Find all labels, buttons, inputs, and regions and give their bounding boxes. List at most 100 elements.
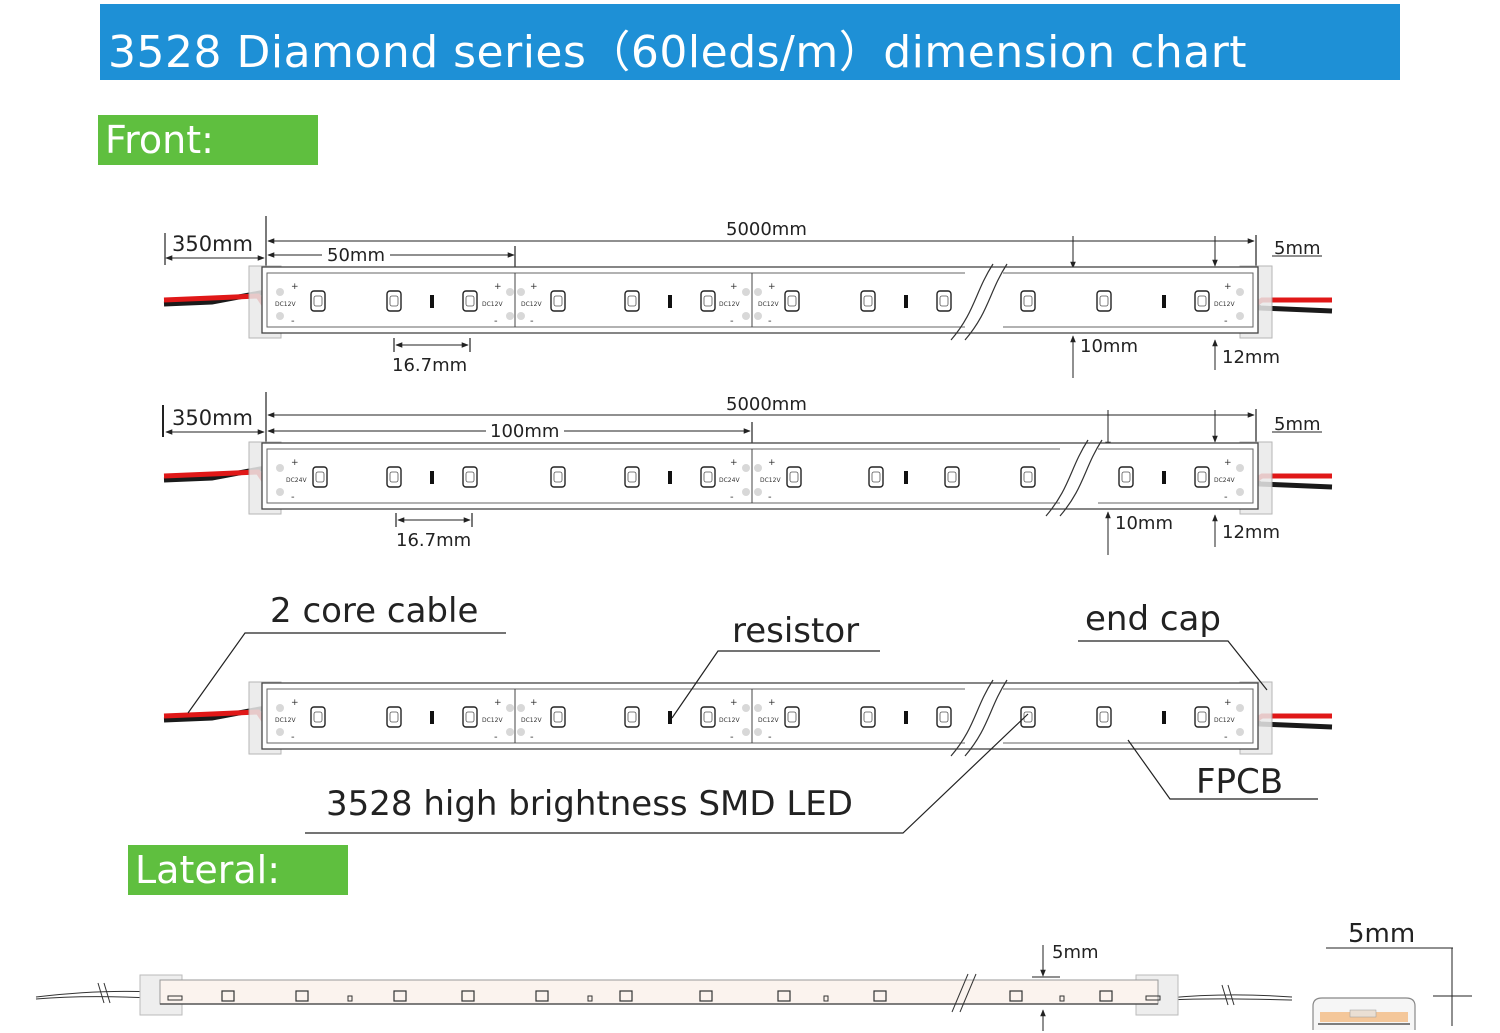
smd-led bbox=[1020, 466, 1036, 488]
smd-led bbox=[784, 290, 800, 312]
callout-smd-led: 3528 high brightness SMD LED bbox=[326, 784, 853, 824]
lateral-led bbox=[619, 990, 633, 1002]
smd-led bbox=[868, 466, 884, 488]
pad-plus-sign: + bbox=[291, 698, 299, 708]
resistor bbox=[904, 295, 908, 308]
smd-led bbox=[310, 706, 326, 728]
strip1-lead-length: 350mm bbox=[172, 232, 253, 256]
pad-voltage-label: DC12V bbox=[719, 717, 740, 724]
solder-pad bbox=[754, 704, 762, 712]
solder-pad bbox=[506, 704, 514, 712]
smd-led bbox=[860, 706, 876, 728]
smd-led bbox=[462, 290, 478, 312]
pad-plus-sign: + bbox=[530, 282, 538, 292]
solder-pad bbox=[276, 728, 284, 736]
strip1-led-pitch: 16.7mm bbox=[392, 355, 467, 376]
pad-voltage-label: DC12V bbox=[758, 717, 779, 724]
lateral-led bbox=[1099, 990, 1113, 1002]
solder-pad bbox=[517, 288, 525, 296]
pad-plus-sign: + bbox=[1224, 698, 1232, 708]
smd-led bbox=[386, 290, 402, 312]
strip1-pcb-width: 10mm bbox=[1080, 336, 1138, 357]
solder-pad bbox=[1236, 488, 1244, 496]
smd-led bbox=[550, 706, 566, 728]
strip1-strip-width: 12mm bbox=[1222, 347, 1280, 368]
break-mark bbox=[1059, 439, 1103, 517]
callout-resistor: resistor bbox=[732, 611, 859, 651]
strip1-dimensions: 350mm 5000mm 50mm 5mm 16.7mm 10mm 12mm bbox=[164, 216, 1322, 378]
pad-voltage-label: DC12V bbox=[482, 301, 503, 308]
break-mark bbox=[1045, 439, 1089, 517]
smd-led bbox=[624, 290, 640, 312]
pad-minus-sign: - bbox=[768, 316, 772, 327]
pad-voltage-label: DC12V bbox=[275, 717, 296, 724]
resistor bbox=[1162, 295, 1166, 308]
smd-led bbox=[936, 290, 952, 312]
pad-minus-sign: - bbox=[530, 316, 534, 327]
solder-pad bbox=[742, 728, 750, 736]
smd-led bbox=[624, 466, 640, 488]
lateral-led bbox=[1009, 990, 1023, 1002]
smd-led bbox=[700, 466, 716, 488]
strip2-strip-width: 12mm bbox=[1222, 522, 1280, 543]
smd-led bbox=[1096, 290, 1112, 312]
smd-led bbox=[1194, 290, 1210, 312]
pad-voltage-label: DC12V bbox=[521, 717, 542, 724]
pad-voltage-label: DC12V bbox=[521, 301, 542, 308]
solder-pad bbox=[506, 312, 514, 320]
callout-end-cap: end cap bbox=[1085, 599, 1221, 639]
lateral-led bbox=[535, 990, 549, 1002]
smd-led bbox=[462, 706, 478, 728]
solder-pad bbox=[742, 288, 750, 296]
resistor bbox=[668, 295, 672, 308]
lateral-view: 5mm 5mm bbox=[35, 919, 1472, 1031]
fpcb-outer bbox=[261, 442, 1259, 510]
pad-minus-sign: - bbox=[1224, 316, 1228, 327]
solder-pad bbox=[742, 464, 750, 472]
pad-minus-sign: - bbox=[768, 492, 772, 503]
smd-led bbox=[700, 706, 716, 728]
lateral-section-label: Lateral: bbox=[128, 845, 348, 895]
break-mark bbox=[950, 263, 994, 341]
pad-plus-sign: + bbox=[768, 698, 776, 708]
front-section-label: Front: bbox=[98, 115, 318, 165]
smd-led bbox=[700, 290, 716, 312]
solder-pad bbox=[754, 464, 762, 472]
smd-led bbox=[1118, 466, 1134, 488]
smd-led bbox=[944, 466, 960, 488]
callouts: 2 core cable resistor end cap 3528 high … bbox=[187, 591, 1318, 834]
solder-pad bbox=[276, 288, 284, 296]
pad-plus-sign: + bbox=[291, 458, 299, 468]
solder-pad bbox=[754, 488, 762, 496]
strip2-led-pitch: 16.7mm bbox=[396, 530, 471, 551]
solder-pad bbox=[742, 704, 750, 712]
lateral-resistor bbox=[1059, 995, 1065, 1002]
pad-voltage-label: DC12V bbox=[1214, 301, 1235, 308]
lateral-resistor bbox=[587, 995, 593, 1002]
smd-led bbox=[550, 290, 566, 312]
smd-led bbox=[1096, 706, 1112, 728]
smd-led bbox=[936, 706, 952, 728]
resistor bbox=[668, 711, 672, 724]
callout-cable: 2 core cable bbox=[270, 591, 478, 631]
pad-plus-sign: + bbox=[1224, 458, 1232, 468]
lateral-led bbox=[221, 990, 235, 1002]
smd-led bbox=[1194, 706, 1210, 728]
pad-plus-sign: + bbox=[530, 698, 538, 708]
page-title: 3528 Diamond series（60leds/m）dimension c… bbox=[108, 27, 1248, 78]
callout-fpcb: FPCB bbox=[1196, 762, 1283, 802]
solder-pad bbox=[276, 464, 284, 472]
resistor bbox=[1162, 711, 1166, 724]
solder-pad bbox=[506, 728, 514, 736]
solder-pad bbox=[754, 312, 762, 320]
break-mark bbox=[964, 679, 1008, 757]
solder-pad bbox=[742, 312, 750, 320]
resistor bbox=[430, 295, 434, 308]
smd-led bbox=[624, 706, 640, 728]
pad-minus-sign: - bbox=[291, 732, 295, 743]
pad-minus-sign: - bbox=[730, 492, 734, 503]
pad-plus-sign: + bbox=[494, 698, 502, 708]
strip1-cut-length: 50mm bbox=[327, 245, 385, 266]
pad-voltage-label: DC24V bbox=[719, 477, 740, 484]
lateral-led bbox=[461, 990, 475, 1002]
